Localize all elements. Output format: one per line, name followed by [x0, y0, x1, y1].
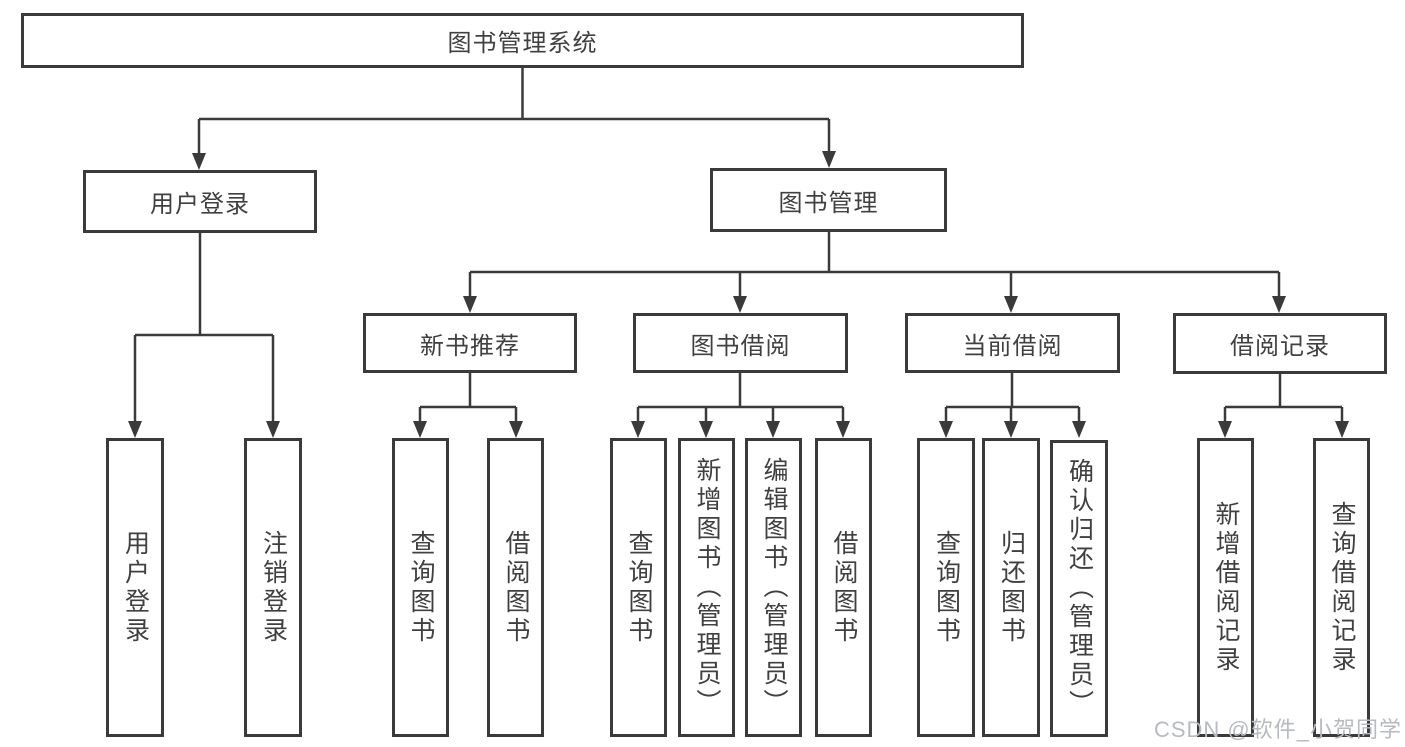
- node-label: 新书推荐: [420, 332, 520, 360]
- node-leaf-query-books-2: 查询图书: [610, 438, 667, 737]
- node-label: 新增图书（管理员）: [693, 457, 721, 718]
- node-label: 借阅图书: [830, 529, 858, 646]
- node-label: 查询图书: [407, 529, 435, 646]
- node-label: 借阅记录: [1230, 333, 1330, 360]
- connector-root-to-level2: [192, 68, 836, 170]
- node-label: 用户登录: [150, 191, 250, 218]
- node-book-management: 图书管理: [710, 168, 947, 232]
- node-label: 查询图书: [625, 529, 653, 646]
- node-leaf-return-books: 归还图书: [982, 438, 1040, 737]
- node-label: 注销登录: [259, 529, 288, 646]
- node-label: 编辑图书（管理员）: [760, 457, 788, 718]
- node-leaf-add-books-admin: 新增图书（管理员）: [678, 438, 735, 737]
- node-label: 借阅图书: [502, 529, 530, 646]
- node-leaf-confirm-return-admin: 确认归还（管理员）: [1050, 440, 1108, 737]
- node-label: 当前借阅: [962, 332, 1063, 360]
- node-label: 图书管理: [778, 189, 879, 217]
- node-label: 确认归还（管理员）: [1065, 458, 1094, 719]
- node-label: 查询借阅记录: [1328, 500, 1356, 675]
- connector-book-borrow-children: [631, 373, 850, 438]
- connector-current-borrow-children: [939, 373, 1086, 438]
- node-new-book-recommend: 新书推荐: [363, 313, 577, 373]
- node-leaf-borrow-books-2: 借阅图书: [815, 438, 872, 737]
- csdn-watermark: CSDN @软件_小贺同学: [1153, 717, 1402, 742]
- node-label: 用户登录: [121, 529, 150, 646]
- node-label: 图书管理系统: [447, 30, 598, 57]
- node-leaf-user-login: 用户登录: [106, 438, 164, 737]
- node-label: 归还图书: [997, 529, 1026, 646]
- node-borrow-records: 借阅记录: [1173, 313, 1387, 374]
- node-leaf-query-books-1: 查询图书: [392, 438, 449, 737]
- node-label: 新增借阅记录: [1212, 500, 1240, 675]
- node-leaf-borrow-books-1: 借阅图书: [487, 438, 544, 737]
- node-book-borrow: 图书借阅: [633, 313, 848, 373]
- connector-book-management-children: [463, 232, 1286, 313]
- node-label: 查询图书: [932, 529, 961, 646]
- connector-new-book-children: [413, 373, 523, 438]
- node-current-borrow: 当前借阅: [905, 313, 1120, 373]
- node-root-system: 图书管理系统: [21, 13, 1024, 68]
- connector-borrow-records-children: [1218, 374, 1349, 438]
- node-leaf-query-borrow-record: 查询借阅记录: [1313, 438, 1370, 737]
- node-leaf-add-borrow-record: 新增借阅记录: [1197, 438, 1254, 737]
- node-leaf-logout: 注销登录: [244, 438, 302, 737]
- node-label: 图书借阅: [690, 332, 791, 360]
- node-leaf-edit-books-admin: 编辑图书（管理员）: [745, 438, 802, 737]
- connector-user-login-children: [128, 233, 280, 438]
- node-user-login: 用户登录: [83, 170, 317, 233]
- node-leaf-query-books-3: 查询图书: [917, 438, 975, 737]
